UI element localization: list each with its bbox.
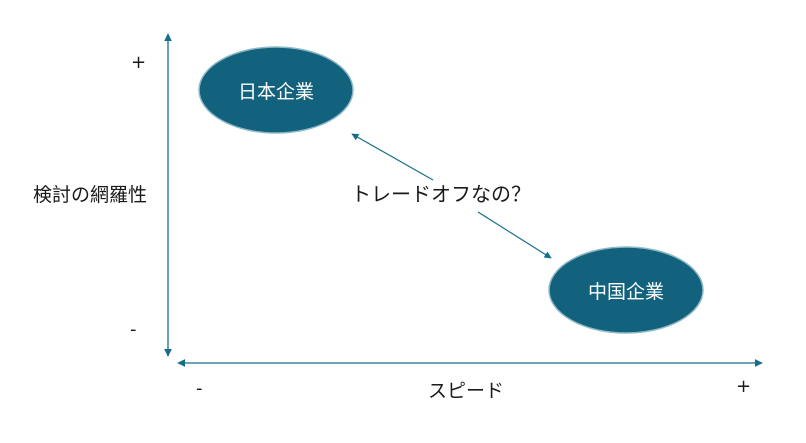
japan-company-node <box>198 46 354 134</box>
y-axis-title: 検討の網羅性 <box>33 184 148 206</box>
china-company-label: 中国企業 <box>587 280 664 303</box>
x-axis-title: スピード <box>428 380 505 402</box>
y-axis-minus-label: - <box>130 319 137 340</box>
y-axis-plus-label: + <box>131 52 147 73</box>
x-axis-plus-label: + <box>736 376 752 397</box>
tradeoff-question-label: トレードオフなの？ <box>351 182 531 206</box>
tradeoff-arrow-to-japan <box>351 133 434 181</box>
japan-company-label: 日本企業 <box>237 80 314 103</box>
china-company-node <box>548 246 704 334</box>
tradeoff-arrow-to-china <box>477 211 552 259</box>
x-axis-minus-label: - <box>196 378 203 399</box>
